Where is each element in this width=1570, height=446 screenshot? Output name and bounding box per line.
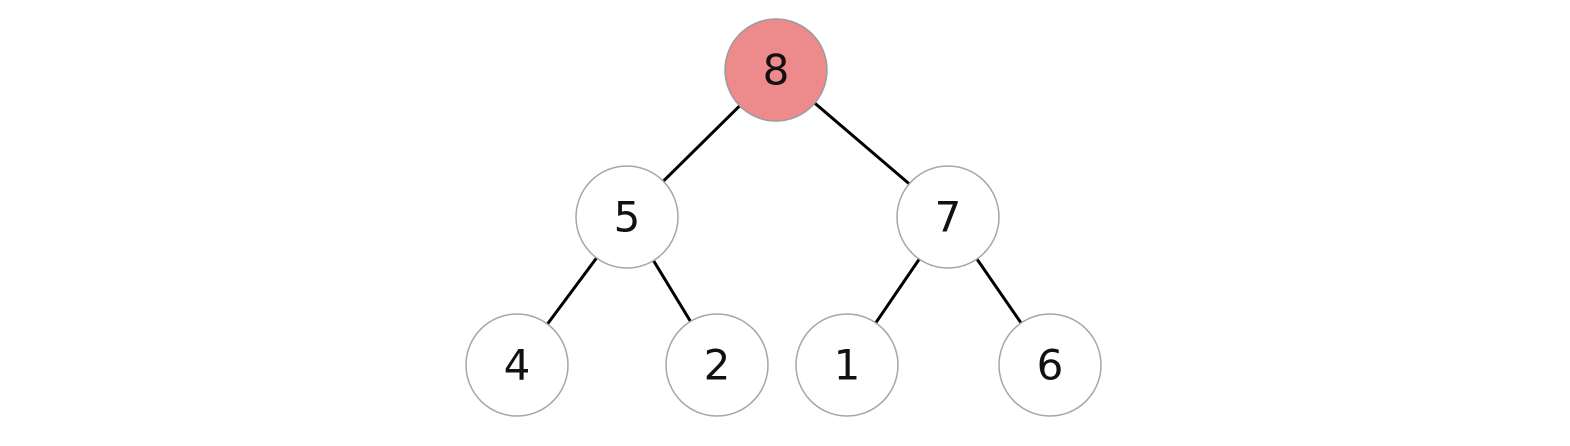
tree-nodes-layer: 8 5 7 4 2 1 6: [465, 18, 1102, 417]
tree-node-8: 8: [724, 18, 828, 122]
node-label: 4: [504, 341, 531, 390]
node-label: 7: [935, 193, 962, 242]
tree-node-1: 1: [795, 313, 899, 417]
tree-node-2: 2: [665, 313, 769, 417]
node-circle: [896, 165, 1000, 269]
node-label: 1: [834, 341, 861, 390]
node-circle: [575, 165, 679, 269]
node-circle: [465, 313, 569, 417]
node-label: 6: [1037, 341, 1064, 390]
node-label: 2: [704, 341, 731, 390]
node-circle-highlighted: [724, 18, 828, 122]
tree-node-4: 4: [465, 313, 569, 417]
tree-node-6: 6: [998, 313, 1102, 417]
tree-node-7: 7: [896, 165, 1000, 269]
node-label: 5: [614, 193, 641, 242]
node-label: 8: [763, 46, 790, 95]
node-circle: [795, 313, 899, 417]
node-circle: [998, 313, 1102, 417]
node-circle: [665, 313, 769, 417]
tree-node-5: 5: [575, 165, 679, 269]
